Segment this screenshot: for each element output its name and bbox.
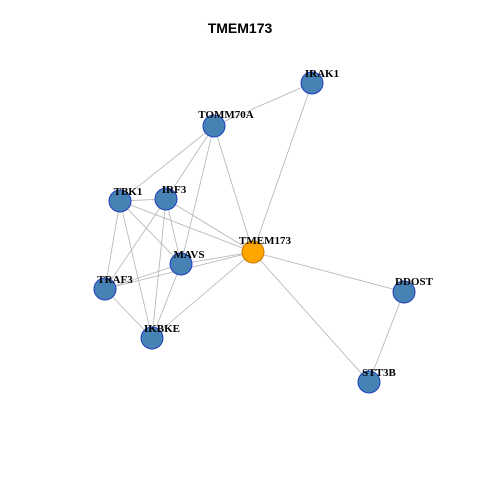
node-ddost[interactable] (392, 280, 416, 304)
node-layer (93, 71, 416, 394)
node-label-irf3: IRF3 (162, 184, 187, 196)
edge-tbk1-tmem173 (119, 200, 254, 253)
edge-irf3-ikbke (151, 198, 167, 339)
edge-mavs-ikbke (151, 263, 182, 339)
edge-tbk1-ikbke (119, 200, 153, 339)
node-traf3[interactable] (93, 277, 117, 301)
edge-ikbke-tmem173 (151, 251, 254, 339)
node-label-irak1: IRAK1 (305, 68, 339, 80)
node-label-mavs: MAVS (174, 249, 205, 261)
edge-tbk1-mavs (119, 200, 182, 265)
node-label-tbk1: TBK1 (114, 186, 143, 198)
edge-tomm70a-mavs (180, 125, 215, 265)
node-label-ddost: DDOST (395, 276, 434, 288)
node-label-tomm70a: TOMM70A (198, 109, 253, 121)
edge-irf3-traf3 (104, 198, 167, 290)
edge-tomm70a-tmem173 (213, 125, 254, 253)
node-stt3b[interactable] (357, 370, 381, 394)
graph-title: TMEM173 (207, 20, 273, 36)
node-tmem173[interactable] (241, 240, 265, 264)
edge-ddost-stt3b (368, 291, 405, 383)
edge-irak1-tmem173 (252, 82, 313, 253)
edge-tomm70a-irak1 (213, 82, 313, 127)
edge-tmem173-stt3b (252, 251, 370, 383)
node-ikbke[interactable] (140, 326, 164, 350)
edge-irf3-tmem173 (165, 198, 254, 253)
node-mavs[interactable] (169, 252, 193, 276)
edge-tomm70a-irf3 (165, 125, 215, 200)
edge-tbk1-traf3 (104, 200, 121, 290)
node-irf3[interactable] (154, 187, 178, 211)
edge-tmem173-ddost (252, 251, 405, 293)
node-label-ikbke: IKBKE (144, 323, 180, 335)
edge-mavs-tmem173 (180, 251, 254, 265)
edge-tomm70a-tbk1 (119, 125, 215, 202)
node-tomm70a[interactable] (202, 114, 226, 138)
node-label-traf3: TRAF3 (97, 274, 133, 286)
node-irak1[interactable] (300, 71, 324, 95)
node-label-tmem173: TMEM173 (239, 235, 291, 247)
node-label-stt3b: STT3B (362, 367, 396, 379)
node-tbk1[interactable] (108, 189, 132, 213)
edge-mavs-traf3 (104, 263, 182, 290)
